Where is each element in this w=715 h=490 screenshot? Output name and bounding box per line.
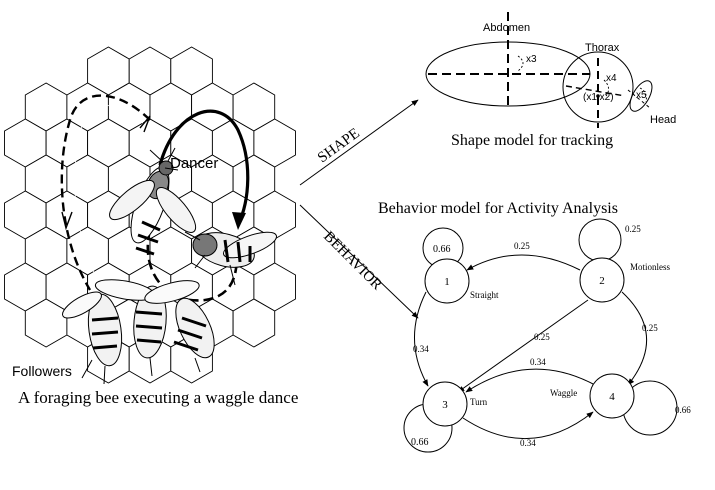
state-2-node [579,257,625,303]
edge-3-to-4 [462,411,594,440]
x3-label: x3 [526,54,537,65]
behavior-arrow [299,204,419,319]
shape-label: SHAPE [315,125,363,166]
dancer-bee [109,147,197,256]
self-loop-2-prob: 0.25 [625,224,641,234]
dance-arrow-right-head [232,212,246,230]
edge-1-3-prob: 0.34 [413,344,429,354]
thorax-circle [562,51,634,123]
x4-angle-arc [603,79,609,97]
dance-arrow-top-head [139,115,151,133]
state-1-node [424,258,470,304]
state-2-name: Motionless [630,262,671,272]
state-2-id: 2 [599,275,605,287]
edge-2-to-4 [621,291,648,386]
edge-1-to-3 [414,291,429,387]
x5-angle-arc [639,87,647,103]
follower-bee-right [184,231,277,286]
edge-2-to-3 [457,299,589,393]
dance-path-left [60,94,151,291]
dancer-label: Dancer [170,155,218,172]
followers-label: Followers [12,363,72,379]
self-loop-3-prob: 0.66 [411,437,429,448]
behavior-model-title: Behavior model for Activity Analysis [378,200,618,217]
thorax-label: Thorax [585,42,620,54]
illustration-caption: A foraging bee executing a waggle dance [18,388,298,407]
x1x2-label: (x1,x2) [583,92,614,103]
state-4-id: 4 [609,391,615,403]
center-point [596,94,600,98]
abdomen-label: Abdomen [483,22,530,34]
self-loop-2 [578,218,622,262]
dance-path-lower [146,229,238,302]
self-loop-4-prob: 0.66 [675,405,691,415]
dance-path-left-inner [74,105,146,276]
shape-arrow [299,99,419,186]
state-1-name: Straight [470,290,499,300]
edge-4-3-prob: 0.34 [530,357,546,367]
self-loop-1-prob: 0.66 [433,244,451,255]
behavior-label: BEHAVIOR [320,229,385,294]
edge-2-3-prob: 0.25 [534,332,550,342]
behavior-model: Behavior model for Activity Analysis 1 2… [378,200,691,453]
edge-4-to-3 [465,368,596,393]
state-4-name: Waggle [550,388,577,398]
edge-2-to-1 [466,254,581,271]
head-axis [627,89,651,109]
x4-label: x4 [606,73,617,84]
state-3-node [422,381,468,427]
head-ellipse [629,80,653,112]
x5-label: x5 [636,90,647,101]
state-3-id: 3 [442,399,448,411]
dance-path-right [158,109,250,226]
bee-illustration: Dancer Followers A foraging bee executin… [4,46,298,407]
edge-2-1-prob: 0.25 [514,241,530,251]
state-4-node [589,373,635,419]
edge-3-4-prob: 0.34 [520,438,536,448]
follower-bees [62,279,215,385]
state-3-name: Turn [470,397,488,407]
dancer-pointer [164,167,179,171]
state-1-id: 1 [444,276,450,288]
shape-model: Abdomen Thorax Head x3 x4 (x1,x2) x5 Sha… [425,12,676,149]
edge-2-4-prob: 0.25 [642,323,658,333]
dance-arrow-left-head [61,211,73,231]
shape-model-caption: Shape model for tracking [451,132,613,149]
x3-angle-arc [517,55,524,72]
comb-cell [232,298,276,348]
head-label: Head [650,114,676,126]
